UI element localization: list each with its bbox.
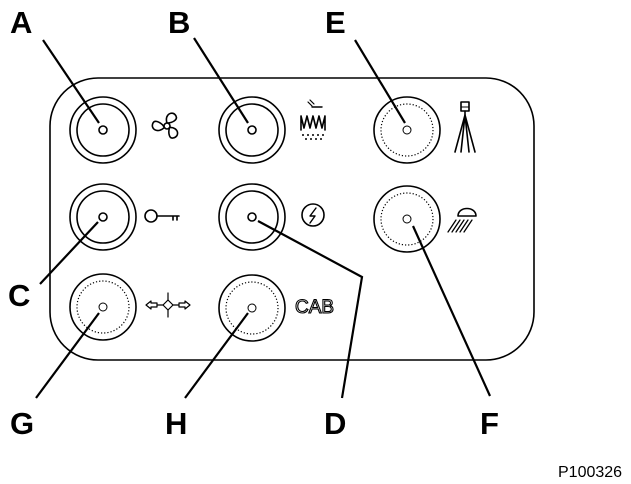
figure-id: P100326 bbox=[558, 464, 622, 481]
callout-f: F bbox=[480, 406, 499, 441]
washer-spray-icon bbox=[454, 101, 476, 153]
callout-h: H bbox=[165, 406, 187, 441]
indicator-e[interactable] bbox=[373, 96, 441, 164]
leader-a bbox=[42, 39, 100, 124]
heated-window-icon bbox=[300, 99, 326, 140]
key-icon bbox=[144, 209, 180, 223]
indicator-h[interactable] bbox=[218, 274, 286, 342]
indicator-f[interactable] bbox=[373, 185, 441, 253]
callout-g: G bbox=[10, 406, 34, 441]
cab-label: CAB bbox=[295, 297, 334, 318]
leader-c bbox=[39, 221, 99, 285]
indicator-d[interactable] bbox=[218, 183, 286, 251]
leader-b bbox=[193, 37, 249, 124]
callout-a: A bbox=[10, 5, 32, 40]
indicator-a[interactable] bbox=[69, 96, 137, 164]
callout-c: C bbox=[8, 278, 30, 313]
indicator-c[interactable] bbox=[69, 183, 137, 251]
leader-e bbox=[354, 39, 406, 124]
callout-d: D bbox=[324, 406, 346, 441]
leader-d bbox=[257, 220, 364, 399]
callout-b: B bbox=[168, 5, 190, 40]
indicator-b[interactable] bbox=[218, 96, 286, 164]
fan-icon bbox=[151, 112, 179, 139]
work-light-icon bbox=[447, 207, 477, 233]
callout-e: E bbox=[325, 5, 346, 40]
switch-panel bbox=[49, 77, 535, 361]
leader-f bbox=[411, 225, 492, 397]
direction-arrows-icon bbox=[145, 292, 191, 318]
leader-h bbox=[184, 312, 249, 399]
lightning-icon bbox=[301, 203, 325, 227]
indicator-g[interactable] bbox=[69, 273, 137, 341]
leader-g bbox=[35, 312, 100, 399]
